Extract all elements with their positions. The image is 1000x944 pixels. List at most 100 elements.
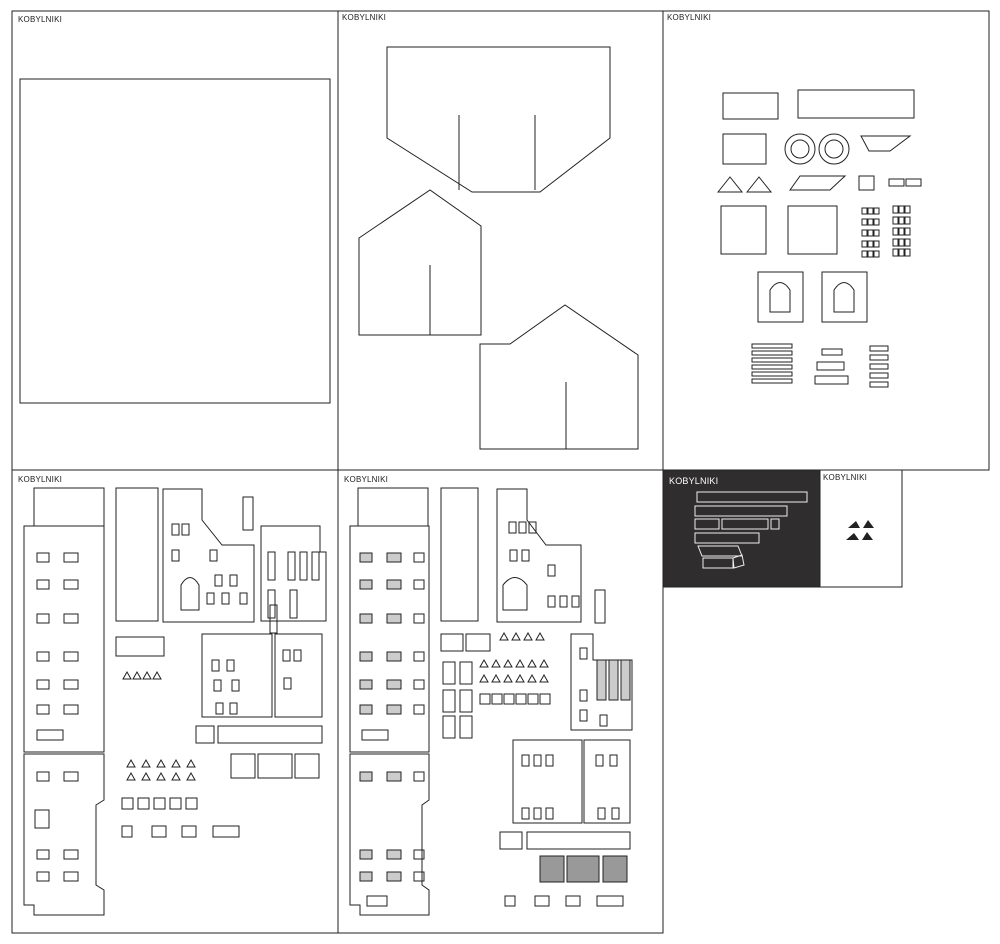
part-outline: [904, 205, 911, 214]
part-outline: [142, 670, 152, 680]
part-outline: [413, 679, 425, 690]
sheet-7: [819, 469, 903, 588]
part-outline: [171, 523, 180, 536]
part-outline: [287, 551, 296, 581]
part-outline: [63, 849, 79, 860]
part-outline: [867, 240, 874, 248]
part-outline: [527, 673, 537, 683]
sheet-3: [662, 10, 990, 471]
part-outline: [212, 825, 240, 838]
part-outline: [122, 670, 132, 680]
part-outline: [904, 238, 911, 247]
part-outline: [186, 771, 196, 781]
part-outline: [479, 658, 489, 668]
part-outline: [213, 679, 222, 692]
part-outline: [231, 679, 240, 692]
sheet-label: KOBYLNIKI: [667, 13, 712, 22]
part-outline: [904, 248, 911, 257]
gable-walls: [358, 46, 639, 450]
sheet-label: KOBYLNIKI: [18, 15, 63, 24]
railing-strips: [694, 491, 808, 569]
part-outline: [873, 229, 880, 237]
part-outline: [221, 592, 230, 605]
part-outline: [579, 647, 588, 660]
part-outline: [596, 659, 607, 701]
part-outline: [539, 693, 551, 705]
part-outline: [36, 871, 50, 882]
part-outline: [151, 825, 167, 838]
part-outline: [459, 715, 473, 739]
part-outline: [491, 673, 501, 683]
part-outline: [608, 659, 619, 701]
part-outline: [873, 240, 880, 248]
part-outline: [518, 521, 527, 534]
sheet-label: KOBYLNIKI: [823, 473, 868, 482]
part-outline: [515, 658, 525, 668]
part-outline: [171, 758, 181, 768]
part-outline: [311, 551, 320, 581]
part-outline: [299, 551, 308, 581]
part-outline: [186, 758, 196, 768]
part-outline: [386, 613, 402, 624]
part-outline: [521, 549, 530, 562]
sheet-4: [11, 469, 339, 934]
part-outline: [36, 552, 50, 563]
sheet-1: [11, 10, 339, 471]
part-outline: [229, 702, 238, 715]
part-outline: [867, 250, 874, 258]
part-outline: [137, 797, 150, 810]
part-outline: [267, 589, 276, 619]
part-outline: [141, 771, 151, 781]
part-outline: [63, 552, 79, 563]
part-outline: [359, 552, 373, 563]
part-outline: [499, 631, 509, 641]
part-outline: [63, 679, 79, 690]
part-outline: [359, 771, 373, 782]
part-outline: [214, 574, 223, 587]
part-outline: [571, 595, 580, 608]
part-outline: [121, 825, 133, 838]
part-outline: [869, 363, 889, 370]
part-outline: [359, 871, 373, 882]
part-outline: [904, 216, 911, 225]
part-outline: [156, 771, 166, 781]
part-outline: [185, 797, 198, 810]
part-outline: [545, 754, 554, 767]
part-outline: [361, 729, 389, 741]
part-outline: [816, 361, 845, 371]
part-outline: [359, 849, 373, 860]
part-outline: [611, 807, 620, 820]
sheet-5: [337, 469, 664, 934]
part-outline: [892, 248, 899, 257]
part-outline: [515, 673, 525, 683]
sheet-label: KOBYLNIKI: [669, 476, 719, 486]
part-outline: [898, 216, 905, 225]
part-outline: [459, 689, 473, 713]
part-outline: [873, 250, 880, 258]
part-outline: [539, 658, 549, 668]
part-outline: [386, 849, 402, 860]
base-plate: [19, 78, 331, 404]
part-outline: [63, 871, 79, 882]
part-outline: [386, 704, 402, 715]
part-outline: [36, 579, 50, 590]
part-outline: [904, 227, 911, 236]
part-outline: [579, 689, 588, 702]
part-outline: [898, 248, 905, 257]
part-outline: [509, 549, 518, 562]
part-outline: [597, 807, 606, 820]
part-outline: [211, 659, 220, 672]
part-outline: [126, 771, 136, 781]
part-outline: [566, 855, 600, 883]
part-outline: [751, 371, 793, 377]
part-outline: [892, 205, 899, 214]
part-outline: [861, 229, 868, 237]
part-outline: [359, 613, 373, 624]
part-outline: [533, 807, 542, 820]
part-outline: [533, 754, 542, 767]
part-outline: [267, 551, 276, 581]
part-outline: [63, 579, 79, 590]
part-outline: [293, 649, 302, 662]
part-outline: [215, 702, 224, 715]
part-outline: [491, 693, 503, 705]
